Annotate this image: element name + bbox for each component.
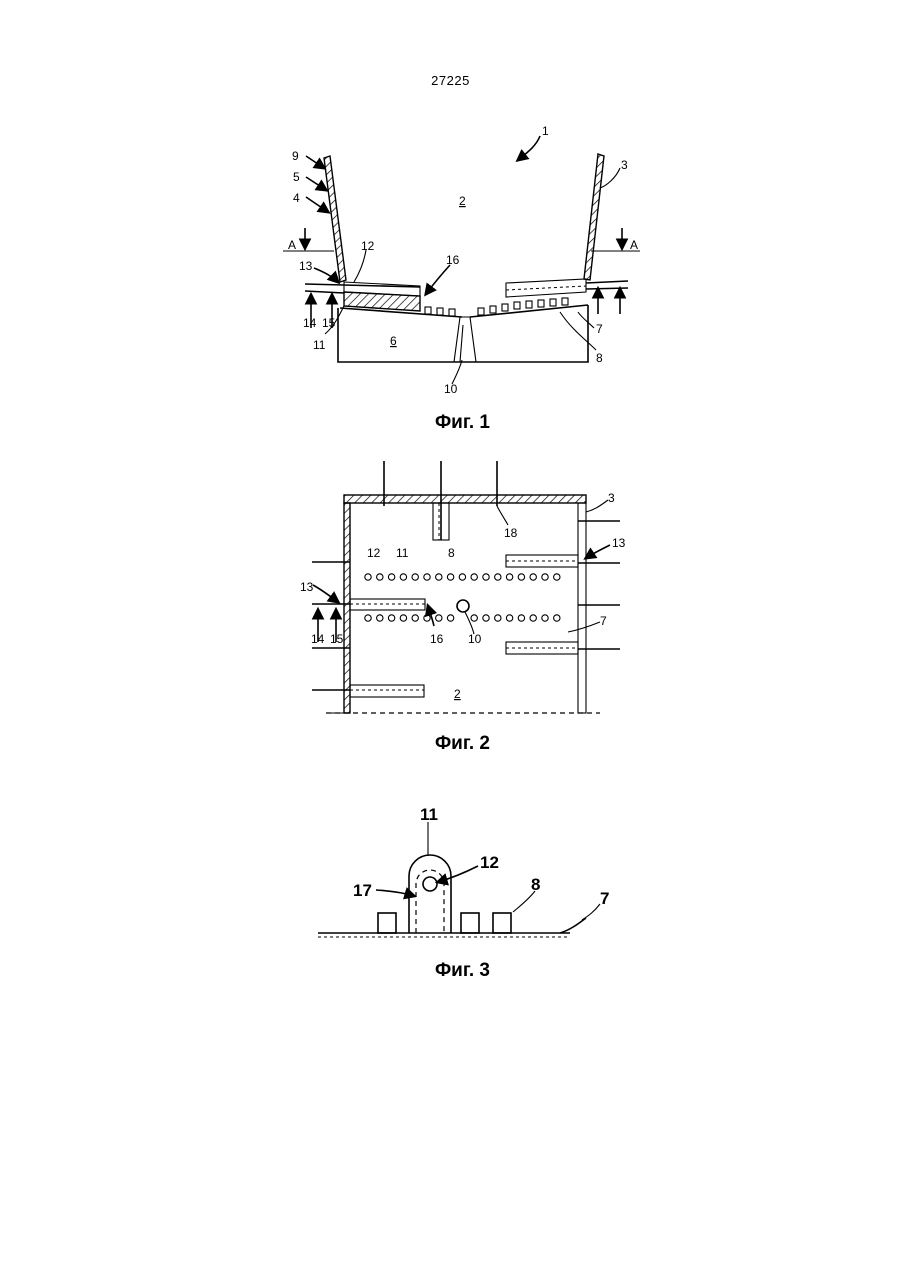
fig1-section-a-left: A xyxy=(288,238,296,252)
air-hole xyxy=(388,574,394,580)
air-hole xyxy=(506,574,512,580)
air-hole xyxy=(471,574,477,580)
fig2-label-11: 11 xyxy=(396,546,409,560)
left-wall xyxy=(324,156,346,282)
fig3-label-7: 7 xyxy=(600,889,609,908)
air-hole xyxy=(483,574,489,580)
fig2-label-3: 3 xyxy=(608,491,615,505)
air-hole xyxy=(542,615,548,621)
air-hole xyxy=(388,615,394,621)
fig1-section-a-right: A xyxy=(630,238,638,252)
fig2-label-14: 14 xyxy=(311,632,325,646)
air-hole xyxy=(471,615,477,621)
grate-bars-right xyxy=(478,298,568,315)
air-hole xyxy=(424,615,430,621)
outlet-10 xyxy=(454,317,476,362)
air-hole xyxy=(400,615,406,621)
fig2-label-15: 15 xyxy=(330,632,344,646)
fig2-label-18: 18 xyxy=(504,526,518,540)
air-hole xyxy=(424,574,430,580)
fig1-label-15: 15 xyxy=(322,316,336,330)
air-hole xyxy=(436,615,442,621)
hole-12 xyxy=(423,877,437,891)
chamber-6 xyxy=(338,305,588,362)
air-hole xyxy=(365,574,371,580)
fig1-label-3: 3 xyxy=(621,158,628,172)
figure-3: 11 12 17 8 7 xyxy=(318,805,609,937)
fig1-label-11: 11 xyxy=(313,338,326,352)
fig2-label-2: 2 xyxy=(454,687,461,701)
fig1-label-7: 7 xyxy=(596,322,603,336)
fig1-label-8: 8 xyxy=(596,351,603,365)
fig2-label-13-right: 13 xyxy=(612,536,626,550)
air-hole xyxy=(554,615,560,621)
air-hole xyxy=(436,574,442,580)
fig2-label-12: 12 xyxy=(367,546,381,560)
fig3-label-12: 12 xyxy=(480,853,499,872)
fig2-label-10: 10 xyxy=(468,632,482,646)
fig1-label-2: 2 xyxy=(459,194,466,208)
air-hole xyxy=(495,615,501,621)
pipe-lower-left xyxy=(350,685,424,697)
figure-2: 2 3 7 8 10 11 12 13 13 14 15 16 18 xyxy=(300,461,626,713)
fig2-label-7: 7 xyxy=(600,614,607,628)
right-wall xyxy=(584,154,604,280)
fig2-label-13-left: 13 xyxy=(300,580,314,594)
air-hole xyxy=(412,574,418,580)
air-hole xyxy=(447,615,453,621)
air-hole xyxy=(495,574,501,580)
fig1-label-5: 5 xyxy=(293,170,300,184)
fig1-label-1: 1 xyxy=(542,124,549,138)
fig3-label-11: 11 xyxy=(420,805,438,824)
fig1-label-13: 13 xyxy=(299,259,313,273)
fig2-label-8: 8 xyxy=(448,546,455,560)
air-hole xyxy=(400,574,406,580)
fig2-label-16: 16 xyxy=(430,632,444,646)
air-hole xyxy=(459,574,465,580)
fig3-label-17: 17 xyxy=(353,881,372,900)
figure-1-caption: Фиг. 1 xyxy=(0,412,901,434)
figure-1: 1 2 3 4 5 6 7 8 9 10 11 12 13 14 15 16 A… xyxy=(283,124,640,396)
air-hole xyxy=(377,574,383,580)
figure-2-caption: Фиг. 2 xyxy=(0,733,901,755)
air-hole xyxy=(412,615,418,621)
air-hole xyxy=(530,574,536,580)
duct-right xyxy=(506,279,586,297)
fig1-label-10: 10 xyxy=(444,382,458,396)
bar-8-c xyxy=(493,913,511,933)
air-hole xyxy=(365,615,371,621)
element-11 xyxy=(409,855,451,933)
left-side-wall xyxy=(344,503,350,713)
fig1-label-14: 14 xyxy=(303,316,317,330)
fig1-label-9: 9 xyxy=(292,149,299,163)
air-hole xyxy=(542,574,548,580)
air-hole xyxy=(518,574,524,580)
bar-8-b xyxy=(461,913,479,933)
right-side-wall xyxy=(578,503,586,713)
air-hole xyxy=(530,615,536,621)
air-hole xyxy=(377,615,383,621)
fig3-label-8: 8 xyxy=(531,875,540,894)
air-hole xyxy=(506,615,512,621)
figure-3-caption: Фиг. 3 xyxy=(0,960,901,982)
top-wall xyxy=(344,495,586,503)
outlet-10-plan xyxy=(457,600,469,612)
bar-8-a xyxy=(378,913,396,933)
air-holes xyxy=(365,574,560,621)
air-hole xyxy=(447,574,453,580)
air-hole xyxy=(518,615,524,621)
air-hole xyxy=(554,574,560,580)
fig1-label-16: 16 xyxy=(446,253,460,267)
fig1-label-12: 12 xyxy=(361,239,375,253)
fig1-label-6: 6 xyxy=(390,334,397,348)
fig1-label-4: 4 xyxy=(293,191,300,205)
air-hole xyxy=(483,615,489,621)
